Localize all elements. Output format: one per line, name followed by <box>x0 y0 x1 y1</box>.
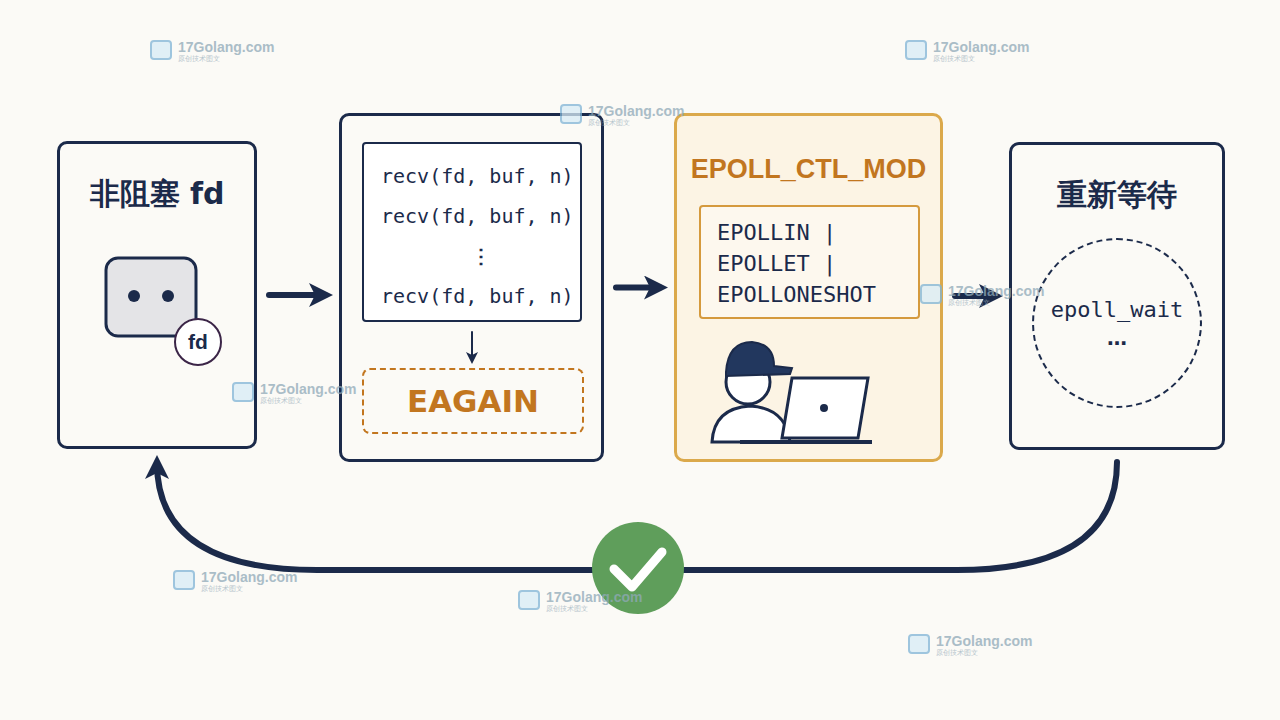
watermark-label: 17Golang.com <box>178 40 274 55</box>
node-text: fd <box>188 330 208 354</box>
watermark-sublabel: 原创技术图文 <box>936 649 1032 658</box>
wait-circle: epoll_wait… <box>1032 238 1202 408</box>
flow-arrow <box>955 293 995 299</box>
watermark: 17Golang.com原创技术图文 <box>908 634 1032 658</box>
flow-arrow <box>616 285 660 291</box>
watermark-logo <box>232 382 254 402</box>
node-text: 非阻塞 fd <box>90 174 225 215</box>
state-box: 非阻塞 fd fd <box>57 141 257 449</box>
watermark-text: 17Golang.com原创技术图文 <box>936 634 1032 658</box>
node-text: ⋮ <box>471 236 491 276</box>
small-arrow <box>471 332 473 360</box>
node-text: recv(fd, buf, n) <box>381 196 574 236</box>
watermark-label: 17Golang.com <box>933 40 1029 55</box>
check-badge <box>592 522 684 614</box>
fd-icon-eye <box>128 290 140 302</box>
fd-icon-eye <box>162 290 174 302</box>
error-box: EAGAIN <box>362 368 584 434</box>
flow-arrow <box>157 462 1117 570</box>
node-text: EPOLLET | <box>717 248 836 279</box>
node-text: 重新等待 <box>1057 175 1177 216</box>
watermark-logo <box>905 40 927 60</box>
watermark-label: 17Golang.com <box>201 570 297 585</box>
highlight-box: EPOLL_CTL_MOD EPOLLIN |EPOLLET |EPOLLONES… <box>674 113 943 462</box>
watermark-label: 17Golang.com <box>948 284 1044 299</box>
watermark: 17Golang.com原创技术图文 <box>905 40 1029 64</box>
node-text: EAGAIN <box>407 383 539 419</box>
watermark: 17Golang.com原创技术图文 <box>232 382 356 406</box>
watermark-logo <box>908 634 930 654</box>
watermark-label: 17Golang.com <box>936 634 1032 649</box>
flags-box: EPOLLIN |EPOLLET |EPOLLONESHOT <box>699 205 920 319</box>
watermark-label: 17Golang.com <box>546 590 642 605</box>
node-text: epoll_wait <box>1051 295 1183 325</box>
state-box: 重新等待 epoll_wait… <box>1009 142 1225 450</box>
watermark: 17Golang.com原创技术图文 <box>518 590 642 614</box>
watermark: 17Golang.com原创技术图文 <box>560 104 684 128</box>
step-box: recv(fd, buf, n)recv(fd, buf, n)⋮recv(fd… <box>339 113 604 462</box>
node-text: … <box>1107 325 1127 351</box>
watermark-sublabel: 原创技术图文 <box>178 55 274 64</box>
watermark-sublabel: 原创技术图文 <box>201 585 297 594</box>
person-illustration <box>712 342 872 442</box>
watermark-logo <box>173 570 195 590</box>
watermark-text: 17Golang.com原创技术图文 <box>948 284 1044 308</box>
node-text: EPOLLIN | <box>717 217 836 248</box>
flow-arrow <box>269 292 325 298</box>
watermark: 17Golang.com原创技术图文 <box>173 570 297 594</box>
watermark-sublabel: 原创技术图文 <box>933 55 1029 64</box>
watermark: 17Golang.com原创技术图文 <box>150 40 274 64</box>
watermark-text: 17Golang.com原创技术图文 <box>546 590 642 614</box>
fd-badge: fd <box>174 318 222 366</box>
watermark-text: 17Golang.com原创技术图文 <box>178 40 274 64</box>
watermark-sublabel: 原创技术图文 <box>546 605 642 614</box>
node-text: EPOLLONESHOT <box>717 279 876 310</box>
watermark-logo <box>150 40 172 60</box>
watermark-text: 17Golang.com原创技术图文 <box>201 570 297 594</box>
watermark-text: 17Golang.com原创技术图文 <box>933 40 1029 64</box>
node-text: recv(fd, buf, n) <box>381 156 574 196</box>
watermark-logo <box>518 590 540 610</box>
code-box: recv(fd, buf, n)recv(fd, buf, n)⋮recv(fd… <box>362 142 582 322</box>
watermark-sublabel: 原创技术图文 <box>948 299 1044 308</box>
node-text: recv(fd, buf, n) <box>381 276 574 316</box>
node-text: EPOLL_CTL_MOD <box>691 154 927 185</box>
